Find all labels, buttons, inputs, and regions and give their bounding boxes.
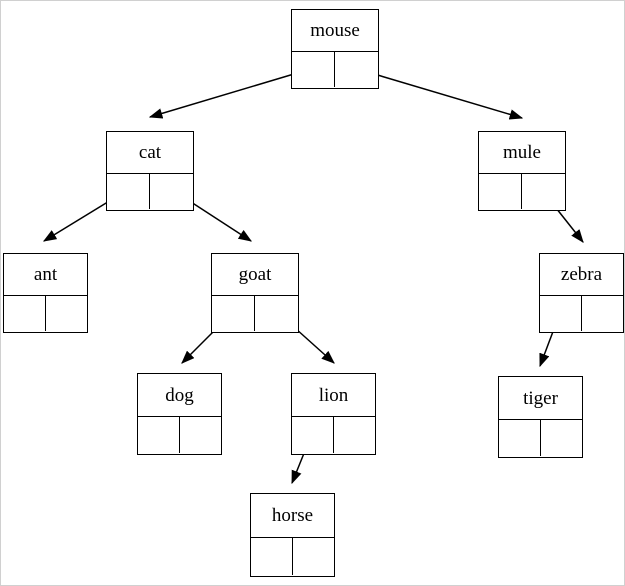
node-pointer-cells-mouse xyxy=(292,52,378,87)
pointer-cell-left-mouse[interactable] xyxy=(292,52,335,87)
edge-arrow-mouse-right-to-mule xyxy=(353,67,524,120)
edge-arrow-mouse-left-to-cat xyxy=(148,67,315,119)
node-label-ant: ant xyxy=(4,254,87,296)
tree-node-tiger[interactable]: tiger xyxy=(498,376,583,458)
tree-node-goat[interactable]: goat xyxy=(211,253,299,333)
pointer-cell-right-zebra[interactable] xyxy=(582,296,624,331)
pointer-cell-left-ant[interactable] xyxy=(4,296,46,331)
pointer-cell-right-lion[interactable] xyxy=(334,417,376,453)
tree-node-mouse[interactable]: mouse xyxy=(291,9,379,89)
pointer-cell-left-mule[interactable] xyxy=(479,174,522,209)
pointer-cell-left-cat[interactable] xyxy=(107,174,150,209)
pointer-cell-left-dog[interactable] xyxy=(138,417,180,453)
node-label-goat: goat xyxy=(212,254,298,296)
node-label-lion: lion xyxy=(292,374,375,417)
tree-node-horse[interactable]: horse xyxy=(250,493,335,577)
node-label-dog: dog xyxy=(138,374,221,417)
pointer-cell-right-goat[interactable] xyxy=(255,296,298,331)
node-pointer-cells-goat xyxy=(212,296,298,331)
node-pointer-cells-horse xyxy=(251,538,334,575)
tree-node-ant[interactable]: ant xyxy=(3,253,88,333)
pointer-cell-right-cat[interactable] xyxy=(150,174,193,209)
node-pointer-cells-lion xyxy=(292,417,375,453)
node-pointer-cells-cat xyxy=(107,174,193,209)
pointer-cell-right-mouse[interactable] xyxy=(335,52,378,87)
node-label-zebra: zebra xyxy=(540,254,623,296)
tree-node-mule[interactable]: mule xyxy=(478,131,566,211)
tree-node-cat[interactable]: cat xyxy=(106,131,194,211)
pointer-cell-right-ant[interactable] xyxy=(46,296,88,331)
node-pointer-cells-zebra xyxy=(540,296,623,331)
tree-node-dog[interactable]: dog xyxy=(137,373,222,455)
pointer-cell-right-dog[interactable] xyxy=(180,417,222,453)
node-label-mouse: mouse xyxy=(292,10,378,52)
node-pointer-cells-dog xyxy=(138,417,221,453)
node-label-horse: horse xyxy=(251,494,334,538)
node-label-mule: mule xyxy=(479,132,565,174)
pointer-cell-left-tiger[interactable] xyxy=(499,420,541,456)
pointer-cell-left-lion[interactable] xyxy=(292,417,334,453)
tree-node-zebra[interactable]: zebra xyxy=(539,253,624,333)
node-label-cat: cat xyxy=(107,132,193,174)
node-pointer-cells-tiger xyxy=(499,420,582,456)
pointer-cell-right-horse[interactable] xyxy=(293,538,335,575)
pointer-cell-left-zebra[interactable] xyxy=(540,296,582,331)
node-pointer-cells-mule xyxy=(479,174,565,209)
pointer-cell-left-goat[interactable] xyxy=(212,296,255,331)
node-label-tiger: tiger xyxy=(499,377,582,420)
pointer-cell-right-tiger[interactable] xyxy=(541,420,583,456)
node-pointer-cells-ant xyxy=(4,296,87,331)
pointer-cell-left-horse[interactable] xyxy=(251,538,293,575)
pointer-cell-right-mule[interactable] xyxy=(522,174,565,209)
tree-node-lion[interactable]: lion xyxy=(291,373,376,455)
